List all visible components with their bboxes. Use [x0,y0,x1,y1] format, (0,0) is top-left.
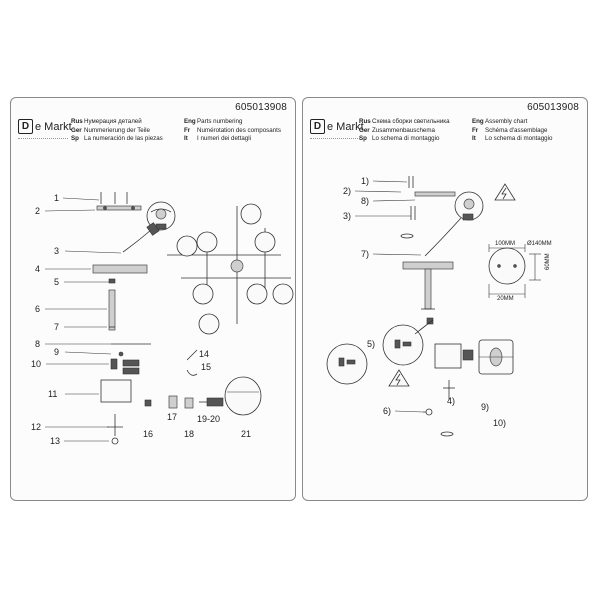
callout-10: 10 [31,359,41,369]
part-threaded-rod [111,343,151,357]
callout-8: 8 [35,339,40,349]
callout-6: 6) [383,406,391,416]
part-wire-socket [122,222,160,253]
mounting-bracket [400,176,456,239]
assembly-chart-sheet: 605013908 D e Markt RusСхема сборки свет… [302,97,588,501]
callout-10: 10) [493,418,506,428]
callout-4: 4) [447,396,455,406]
assembly-diagram: 1) 2) 8) 3) 7) 5) 6) 4) 9) 10) [326,176,552,437]
callout-5: 5 [54,277,59,287]
dim-diameter: Ø140MM [527,241,552,247]
socket-detail-view [326,319,434,385]
part-screw-cross [107,414,123,436]
callout-3: 3 [54,246,59,256]
part-globe-shade [224,376,262,416]
callout-21: 21 [241,429,251,439]
callout-2: 2) [343,186,351,196]
callout-14: 14 [199,349,209,359]
electric-warning-icon [494,183,516,201]
canopy-and-rod [402,261,454,325]
logo-underline [18,138,68,139]
logo-text: e Markt [35,120,72,133]
callout-4: 4 [35,264,40,274]
header-eng: EngAssembly chart [472,118,528,125]
callout-8: 8) [361,196,369,206]
part-rod [108,278,116,331]
leader-lines [44,197,122,442]
callout-12: 12 [31,422,41,432]
sheet-header: RusСхема сборки светильника EngAssembly … [359,118,587,144]
assembled-fixture-view [167,203,294,335]
header-eng: EngParts numbering [184,118,243,125]
callout-7: 7) [361,249,369,259]
callout-16: 16 [143,429,153,439]
part-hooks [186,349,198,376]
callout-3: 3) [343,211,351,221]
callout-9: 9 [54,347,59,357]
callout-18: 18 [184,429,194,439]
sheet-header: RusНумерация деталей EngParts numbering … [71,118,295,144]
callout-5: 5) [367,339,375,349]
logo-mark: D [310,119,325,134]
callout-6: 6 [35,304,40,314]
part-junction-box [100,379,132,403]
parts-diagram: 1 2 3 4 5 6 7 8 9 10 11 12 13 14 15 16 1… [31,192,294,446]
part-small-hardware [144,395,224,409]
part-canopy [92,264,148,274]
callout-9: 9) [481,402,489,412]
callout-13: 13 [50,436,60,446]
dim-width-bottom: 20MM [497,296,514,302]
dimension-drawing [488,244,541,298]
logo-text: e Markt [327,120,364,133]
part-screws-bracket [96,192,142,211]
dim-height: 60MM [545,253,551,270]
product-code: 605013908 [235,102,287,113]
logo-mark: D [18,119,33,134]
callout-1: 1 [54,193,59,203]
de-markt-logo: D e Markt [310,118,364,135]
part-lamp-sockets [110,358,140,375]
assembly-shade-with-bulb [424,191,484,257]
junction-and-bulb [434,339,514,400]
header-rus: RusНумерация деталей [71,118,142,125]
de-markt-logo: D e Markt [18,118,72,135]
electric-warning-icon [388,369,410,387]
callout-19-20: 19-20 [197,414,220,424]
callout-15: 15 [201,362,211,372]
dim-width-top: 100MM [495,241,515,247]
callout-1: 1) [361,176,369,186]
header-rus: RusСхема сборки светильника [359,118,450,125]
callout-2: 2 [35,206,40,216]
small-bulb-and-plate [423,408,454,437]
callout-17: 17 [167,412,177,422]
leader-lines [354,180,424,413]
parts-numbering-sheet: 605013908 D e Markt RusНумерация деталей… [10,97,296,501]
callout-11: 11 [48,389,57,399]
logo-underline [310,138,360,139]
product-code: 605013908 [527,102,579,113]
part-small-bulb [111,437,119,445]
callout-7: 7 [54,322,59,332]
